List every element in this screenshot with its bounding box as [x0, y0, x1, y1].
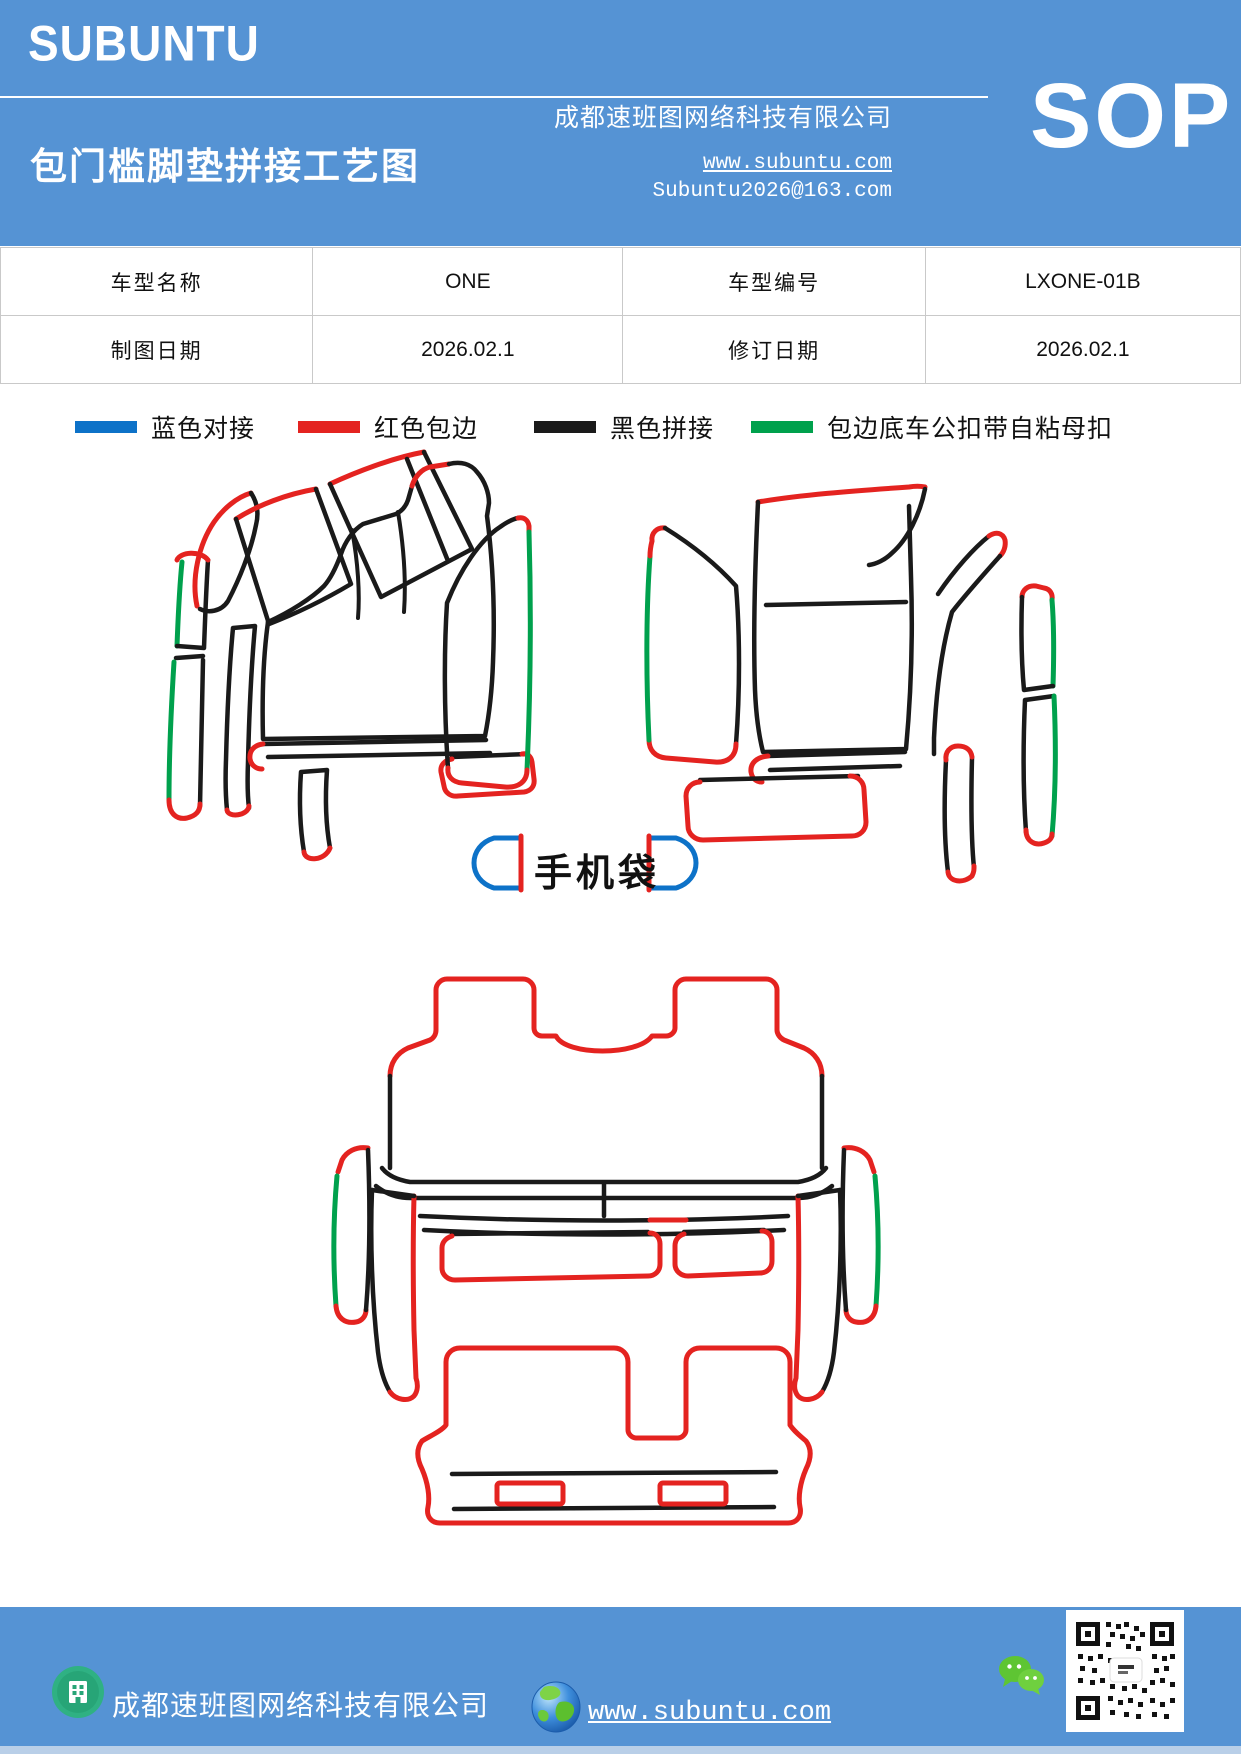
- color-legend: 蓝色对接 红色包边 黑色拼接 包边底车公扣带自粘母扣: [0, 404, 1241, 450]
- blue-line-swatch: [75, 421, 137, 433]
- table-row: 车型名称 ONE 车型编号 LXONE-01B: [0, 247, 1241, 316]
- page-title: 包门槛脚垫拼接工艺图: [30, 146, 420, 187]
- cell-model-name-value: ONE: [312, 247, 624, 316]
- header-website-link[interactable]: www.subuntu.com: [702, 152, 892, 175]
- legend-label: 包边底车公扣带自粘母扣: [827, 416, 1114, 443]
- building-icon: [52, 1666, 104, 1718]
- second-row-mat-outline: [331, 976, 881, 1402]
- legend-item-red: 红色包边: [298, 404, 478, 450]
- cell-draw-date-label: 制图日期: [0, 315, 314, 384]
- cell-draw-date-value: 2026.02.1: [312, 315, 624, 384]
- cell-model-name-label: 车型名称: [0, 247, 314, 316]
- cell-model-code-label: 车型编号: [622, 247, 926, 316]
- wechat-icon: [999, 1656, 1044, 1695]
- company-logo: SUBUNTU: [28, 15, 260, 72]
- cell-revise-date-value: 2026.02.1: [924, 315, 1241, 384]
- footer-band: [0, 1607, 1241, 1754]
- footer-website-link[interactable]: www.subuntu.com: [588, 1698, 832, 1728]
- front-right-mat-outline: [644, 483, 1058, 884]
- globe-icon: [531, 1681, 581, 1733]
- header-company-name: 成都速班图网络科技有限公司: [553, 105, 892, 132]
- legend-item-black: 黑色拼接: [534, 404, 714, 450]
- vehicle-info-table: 车型名称 ONE 车型编号 LXONE-01B 制图日期 2026.02.1 修…: [0, 247, 1241, 384]
- header-email: Subuntu2026@163.com: [652, 180, 892, 203]
- green-line-swatch: [751, 421, 813, 433]
- legend-item-green: 包边底车公扣带自粘母扣: [751, 404, 1113, 450]
- table-row: 制图日期 2026.02.1 修订日期 2026.02.1: [0, 315, 1241, 384]
- header-divider-line: [0, 96, 988, 98]
- qr-code: [1066, 1610, 1184, 1732]
- red-line-swatch: [298, 421, 360, 433]
- footer-bottom-strip: [0, 1746, 1241, 1754]
- black-line-swatch: [534, 421, 596, 433]
- legend-label: 红色包边: [374, 416, 479, 443]
- legend-label: 蓝色对接: [151, 416, 256, 443]
- cell-revise-date-label: 修订日期: [622, 315, 926, 384]
- cell-model-code-value: LXONE-01B: [924, 247, 1241, 316]
- trunk-mat-outline: [415, 1345, 813, 1526]
- legend-label: 黑色拼接: [610, 416, 715, 443]
- footer-company-name: 成都速班图网络科技有限公司: [112, 1691, 490, 1722]
- front-left-mat-outline: [166, 449, 537, 862]
- phone-bag-label: 手机袋: [534, 853, 661, 895]
- legend-item-blue: 蓝色对接: [75, 404, 255, 450]
- header-band: [0, 0, 1241, 246]
- sop-badge: SOP: [1030, 65, 1234, 167]
